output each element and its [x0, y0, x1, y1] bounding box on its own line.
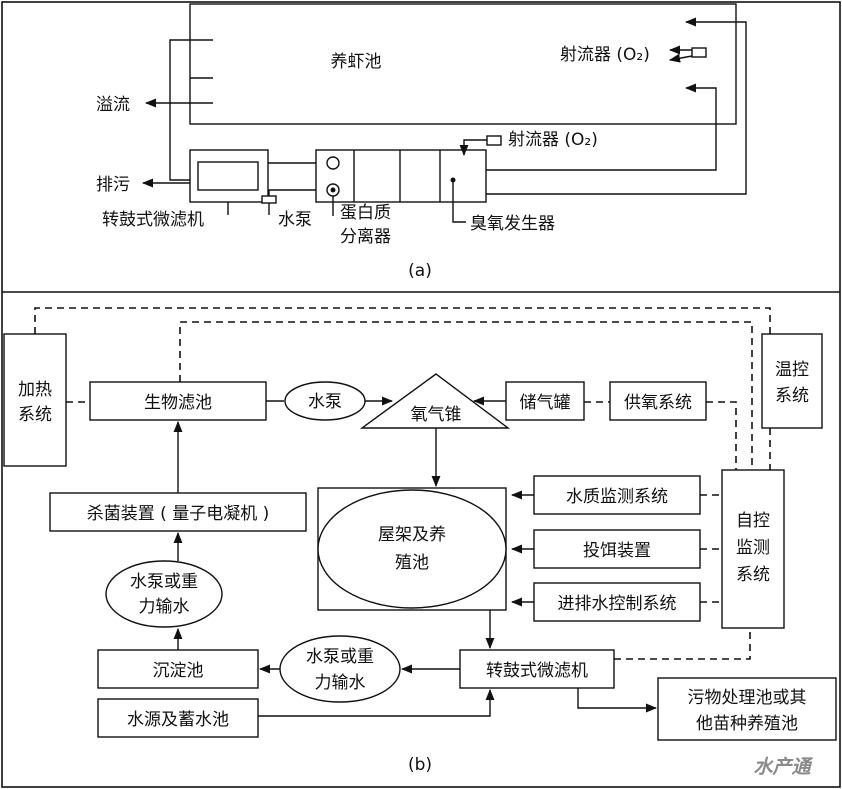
oxygen-cone-triangle: [359, 373, 511, 429]
ozone-generator-label: 臭氧发生器: [470, 214, 555, 234]
pump-gravity-left-ellipse: [105, 560, 223, 628]
overflow-label: 溢流: [96, 95, 130, 115]
ejector-mid-device: [486, 135, 502, 146]
auto-monitor-box: [721, 469, 785, 629]
temp-control-label-1: 温控: [775, 360, 809, 380]
part-a-caption: (a): [408, 261, 432, 281]
ejector-top-device: [691, 47, 707, 58]
pump-label-b: 水泵: [308, 392, 342, 412]
treatment-unit: [315, 149, 487, 203]
separator-inlet-circle: [326, 156, 340, 170]
inout-control-label: 进排水控制系统: [558, 594, 677, 614]
drum-filter-label: 转鼓式微滤机: [102, 210, 204, 230]
waste-treatment-label-1: 污物处理池或其: [688, 688, 807, 708]
heating-system-label-2: 系统: [18, 405, 52, 425]
drum-to-waste-arrow: [577, 688, 658, 713]
filter-to-separator-pipe-2: [268, 189, 324, 196]
pump-gravity-mid-label-2: 力输水: [315, 673, 366, 693]
ejector-mid-pipe: [459, 139, 487, 157]
water-source-label: 水源及蓄水池: [127, 710, 229, 730]
heating-control-dashed: [34, 307, 771, 334]
shrimp-pond-tank: [189, 3, 737, 125]
biofilter-control-dashed: [179, 321, 753, 470]
biofilter-label: 生物滤池: [144, 393, 212, 413]
heating-system-box: [3, 333, 67, 467]
pump-gravity-mid-label-1: 水泵或重: [306, 647, 374, 667]
feeding-box: [533, 529, 701, 569]
drain-label: 排污: [96, 175, 130, 195]
auto-monitor-label-1: 自控: [736, 511, 770, 531]
gas-tank-label: 储气罐: [520, 393, 571, 413]
sterilizer-box: [49, 492, 307, 532]
oxygen-to-auto-dashed: [706, 401, 737, 470]
ejector-mid-label: 射流器 (O₂): [508, 130, 598, 150]
drum-filter-screen: [197, 161, 259, 191]
pump-gravity-left-label-2: 力输水: [139, 597, 190, 617]
temp-control-box: [761, 333, 823, 429]
pump-gravity-left-label-1: 水泵或重: [130, 572, 198, 592]
drum-filter-label-b: 转鼓式微滤机: [486, 661, 588, 681]
auto-monitor-label-3: 系统: [736, 565, 770, 585]
waste-treatment-box: [657, 677, 837, 741]
water-quality-label: 水质监测系统: [566, 487, 668, 507]
separator-outlet-dot: [330, 187, 336, 193]
pond-label-1: 屋架及养: [378, 525, 446, 545]
ejector-top-arrow-2: [668, 53, 693, 63]
ozone-generator-leader: [452, 180, 466, 223]
oxygen-cone-label: 氧气锥: [411, 405, 462, 425]
protein-separator-label-1: 蛋白质: [340, 203, 391, 223]
ejector-top-label: 射流器 (O₂): [560, 45, 650, 65]
pump-device: [261, 195, 277, 204]
heating-system-label-1: 加热: [18, 380, 52, 400]
pond-label-2: 殖池: [395, 553, 429, 573]
oxygen-supply-box: [609, 381, 707, 421]
temp-control-label-2: 系统: [775, 386, 809, 406]
return-pipe-outer: [486, 17, 747, 195]
return-pipe-inner: [486, 83, 717, 171]
drum-filter-box-b: [459, 649, 615, 689]
inout-control-box: [533, 582, 701, 622]
settling-tank-box: [97, 649, 259, 689]
part-b: 加热 系统 温控 系统 生物滤池 水泵 氧气锥 储气罐 供氧系统 杀菌装置 ( …: [3, 307, 837, 775]
shrimp-pond-label: 养虾池: [331, 52, 382, 72]
drum-to-auto-dashed: [614, 628, 751, 660]
part-a: 养虾池 溢流 射流器 (O₂) 排污 水泵: [96, 3, 747, 281]
settling-tank-label: 沉淀池: [153, 661, 204, 681]
waste-treatment-label-2: 他苗种养殖池: [696, 714, 798, 734]
feeding-label: 投饵装置: [583, 541, 651, 561]
protein-separator-label-2: 分离器: [340, 227, 391, 247]
gas-tank-box: [505, 381, 585, 421]
pond-ellipse: [317, 489, 507, 609]
pump-label: 水泵: [278, 210, 312, 230]
watermark-text: 水产通: [753, 756, 813, 778]
oxygen-supply-label: 供氧系统: [624, 393, 692, 413]
auto-monitor-label-2: 监测: [736, 538, 770, 558]
part-b-caption: (b): [408, 755, 432, 775]
sterilizer-label: 杀菌装置 ( 量子电凝机 ): [87, 504, 269, 524]
water-source-box: [97, 698, 259, 738]
source-to-drum-arrow: [258, 688, 495, 717]
